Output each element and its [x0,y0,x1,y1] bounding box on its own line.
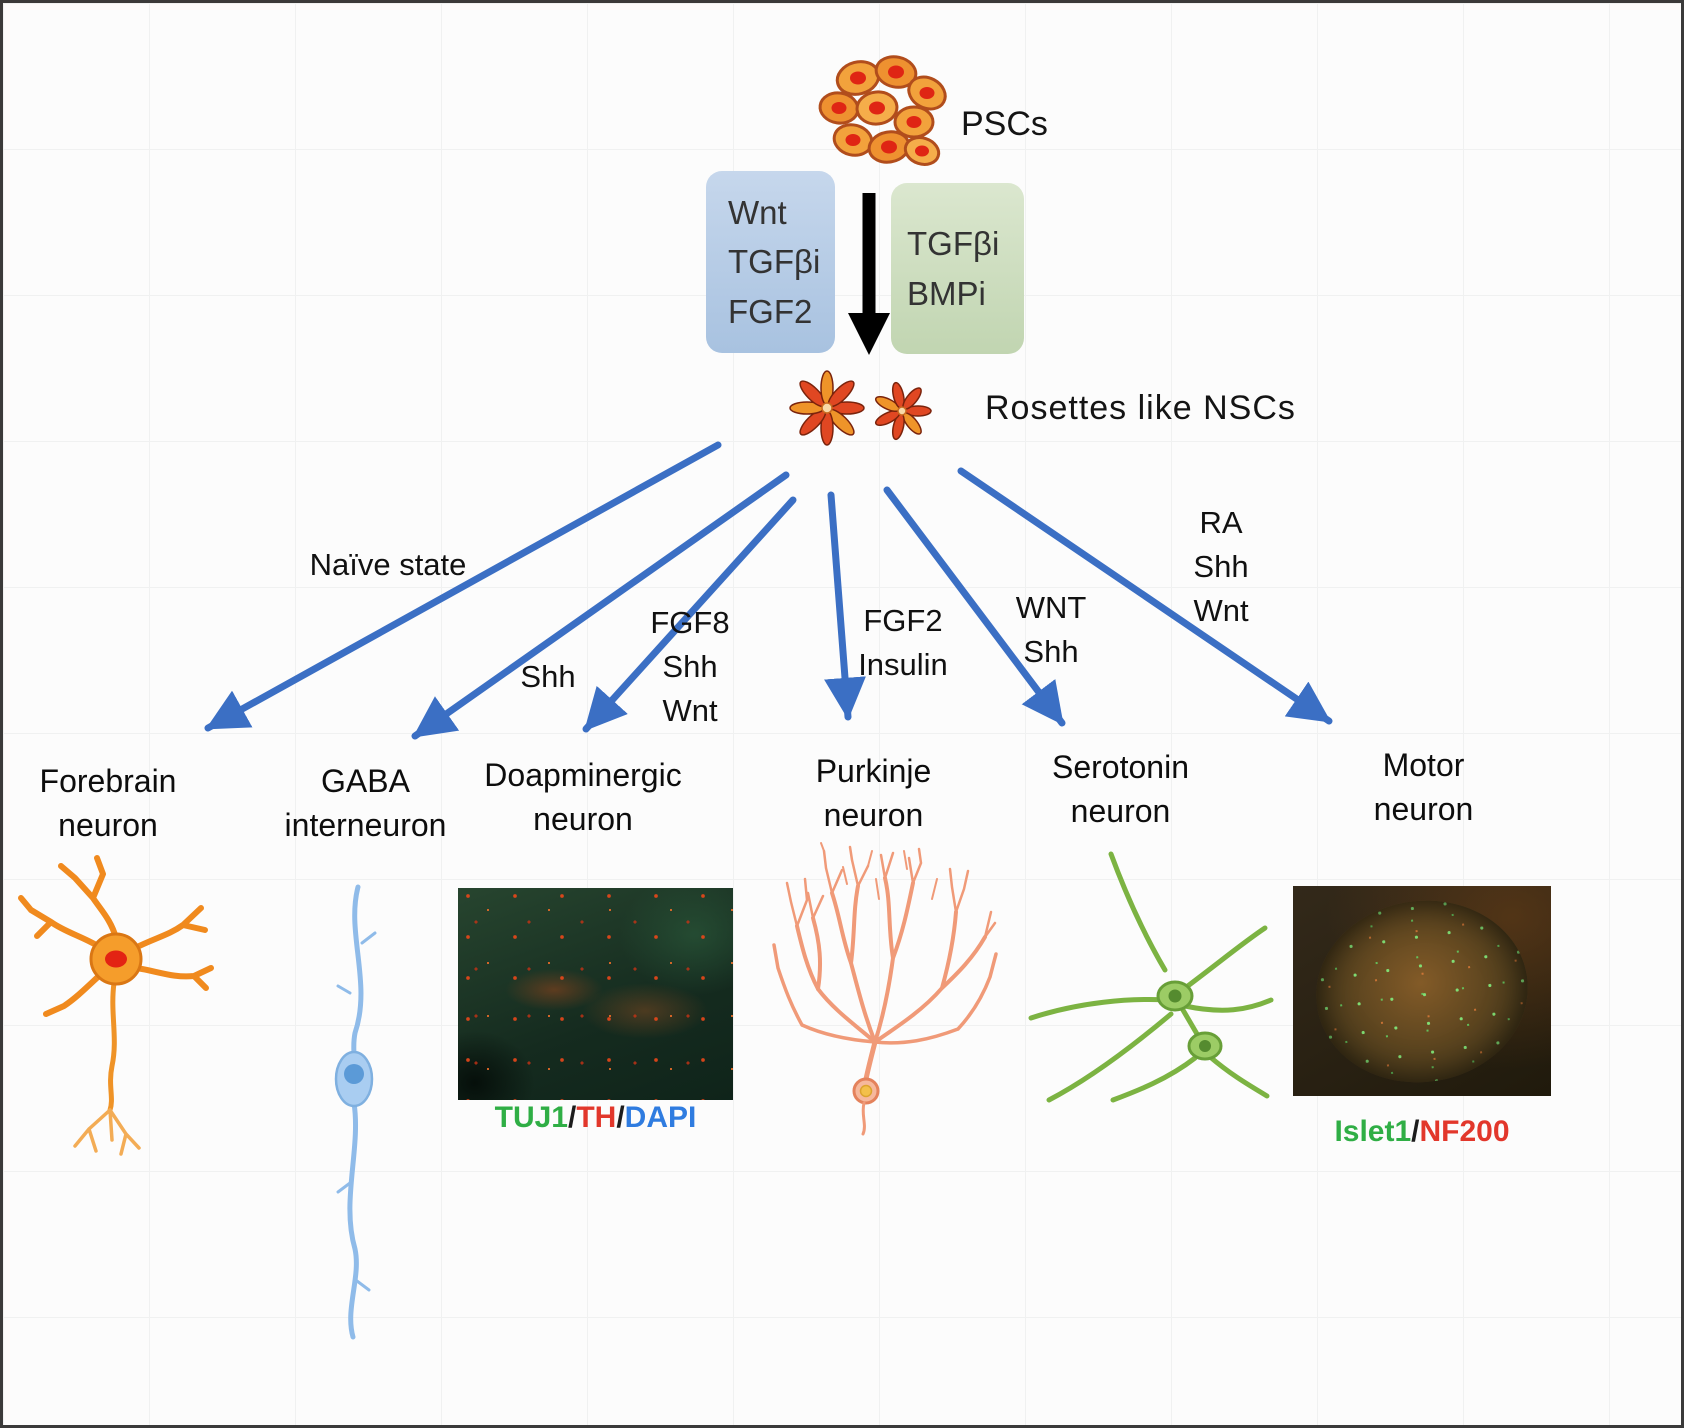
induction-box-left: Wnt TGFβi FGF2 [706,171,835,353]
differentiation-arrows [204,441,1333,740]
arrow-layer [204,193,1333,740]
rosette-1 [789,370,865,446]
arrow-to-gaba [411,471,790,740]
arrow-to-motor [957,467,1333,725]
rosette-2 [874,381,932,441]
label-forebrain-neuron: Forebrain neuron [39,763,177,843]
forebrain-neuron-illustration [18,855,214,1156]
label-serotonin-neuron: Serotonin neuron [1052,749,1189,829]
arrow-to-serotonin [883,486,1066,727]
factor-line: BMPi [907,274,986,312]
factors-motor: RA Shh Wnt [1193,505,1249,628]
psc-nuclei [831,65,935,157]
factor-line: TGFβi [907,225,1000,262]
organoid-core [1304,886,1540,1096]
axon [107,980,117,1113]
motor-stain-caption: Islet1/NF200 [1334,1115,1510,1148]
psc-cluster-illustration [818,55,947,166]
factors-dopaminergic: FGF8 Shh Wnt [650,605,730,728]
induction-arrow [848,193,890,355]
factors-gaba: Shh [520,659,576,694]
dendritic-tree [772,842,998,1082]
rosettes-illustration [789,370,932,446]
nucleus [859,1084,873,1098]
nucleus [1168,989,1182,1003]
factors-purkinje: FGF2 Insulin [858,603,948,682]
factor-line: FGF2 [728,292,813,330]
axon-terminals [73,1108,141,1156]
nucleus [344,1064,364,1084]
label-purkinje-neuron: Purkinje neuron [815,753,932,833]
factors-serotonin: WNT Shh [1015,590,1087,669]
arrow-to-dopaminergic [582,496,797,733]
nucleus [105,950,127,968]
dopaminergic-micrograph [458,888,733,1100]
label-motor-neuron: Motor neuron [1373,747,1474,827]
processes [336,884,377,1340]
axon [861,1101,866,1136]
label-gaba-interneuron: GABA interneuron [284,763,447,843]
induction-box-right: TGFβi BMPi [891,183,1024,354]
serotonin-neuron-illustration [1028,851,1274,1103]
factor-line: Wnt [728,193,787,231]
factors-forebrain: Naïve state [309,547,467,582]
arrow-to-forebrain [204,441,722,732]
motor-neuron-micrograph [1293,886,1551,1096]
dendrites [18,855,214,1017]
nucleus [1199,1040,1211,1052]
gaba-interneuron-illustration [334,884,377,1340]
nsc-label: Rosettes like NSCs [985,389,1296,427]
dopaminergic-stain-caption: TUJ1/TH/DAPI [494,1101,697,1134]
purkinje-neuron-illustration [772,842,998,1136]
processes [1028,851,1274,1103]
psc-label: PSCs [961,105,1048,143]
arrow-to-purkinje [824,491,866,721]
label-dopaminergic-neuron: Doapminergic neuron [484,757,682,837]
factor-line: TGFβi [728,243,821,281]
